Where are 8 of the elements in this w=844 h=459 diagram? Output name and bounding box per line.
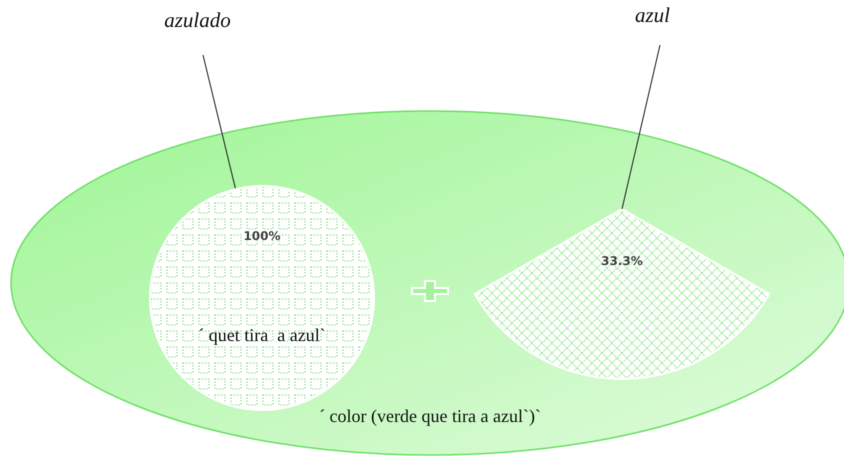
percentage-label: 100% [242,229,282,243]
leader-line [621,44,661,210]
leader-line [202,54,236,188]
circle-label: ´ quet tira a azul` [197,325,327,346]
percentage-label: 33.3% [600,254,644,268]
callout-label: azul [634,3,671,28]
region-label: ´ color (verde que tira a azul`)` [318,406,542,427]
callout-label: azulado [163,8,232,33]
